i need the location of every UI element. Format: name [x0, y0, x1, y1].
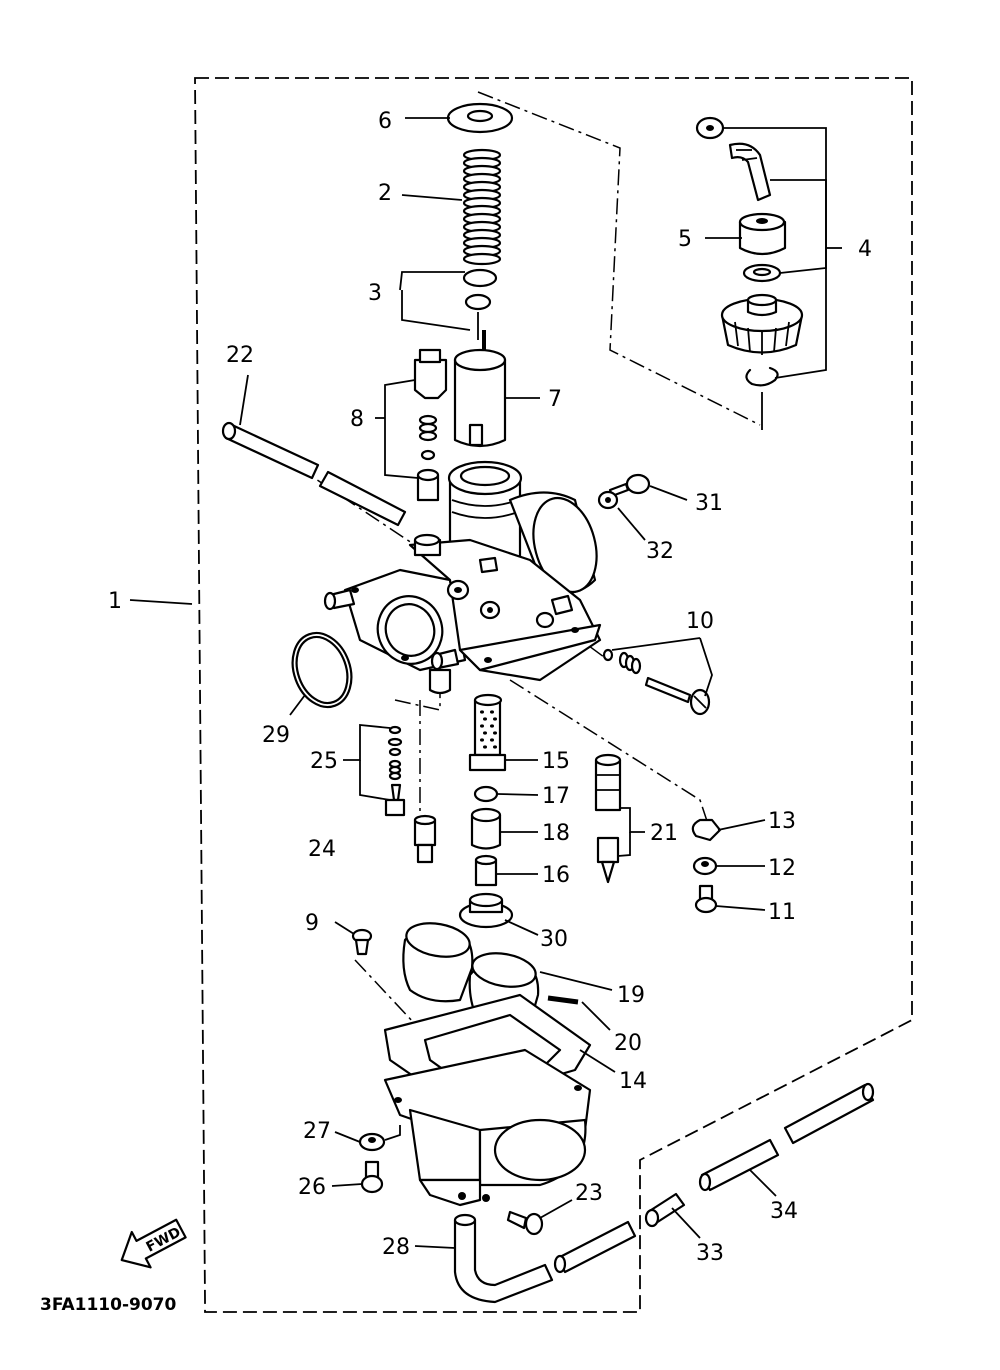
part-30-baffle: [458, 892, 514, 929]
callout-29: 29: [262, 723, 290, 748]
part-4-washer: [742, 263, 782, 283]
callout-26: 26: [298, 1175, 326, 1200]
callout-13: 13: [768, 809, 796, 834]
callout-11: 11: [768, 900, 796, 925]
callout-labels: 6 2 3 5 4 7 22 8 31 32 1 10 29 25 15 17 …: [108, 109, 872, 1266]
part-2-spring: [462, 148, 502, 270]
part-7-throttle-valve: [453, 330, 507, 448]
callout-30: 30: [540, 927, 568, 952]
assembly-boundary: [194, 77, 913, 1313]
part-6-washer: [446, 102, 514, 134]
callout-3: 3: [368, 281, 382, 306]
callout-10: 10: [686, 609, 714, 634]
fwd-arrow-icon: FWD: [120, 1218, 187, 1269]
part-13-clip: [691, 818, 722, 842]
part-23-drain-screw: [506, 1210, 544, 1236]
float-chamber-bowl: [383, 1048, 592, 1207]
callout-23: 23: [575, 1181, 603, 1206]
callout-28: 28: [382, 1235, 410, 1260]
callout-2: 2: [378, 181, 392, 206]
part-3-clip: [462, 268, 498, 340]
callout-8: 8: [350, 407, 364, 432]
callout-27: 27: [303, 1119, 331, 1144]
callout-21: 21: [650, 821, 678, 846]
part-26-screw: [360, 1160, 384, 1194]
callout-15: 15: [542, 749, 570, 774]
callout-1: 1: [108, 589, 122, 614]
part-11-screw: [694, 884, 718, 914]
part-16-main-jet: [474, 854, 498, 887]
part-4-circlip: [745, 366, 779, 387]
part-24-jet: [413, 814, 437, 864]
callout-19: 19: [617, 983, 645, 1008]
part-10-air-screw: [602, 648, 711, 716]
callout-14: 14: [619, 1069, 647, 1094]
callout-25: 25: [310, 749, 338, 774]
part-28-drain-hose: [453, 1213, 637, 1304]
callout-18: 18: [542, 821, 570, 846]
callout-32: 32: [646, 539, 674, 564]
callout-9: 9: [305, 911, 319, 936]
part-4-knurled-cap: [720, 293, 804, 355]
callout-6: 6: [378, 109, 392, 134]
part-17-o-ring: [473, 785, 499, 803]
part-15-needle-jet: [468, 693, 507, 772]
part-32-washer: [597, 490, 619, 510]
part-21-needle-valve: [594, 753, 622, 884]
callout-20: 20: [614, 1031, 642, 1056]
part-22-hose: [221, 421, 407, 527]
part-12-washer: [692, 856, 718, 876]
callout-33: 33: [696, 1241, 724, 1266]
part-27-washer: [358, 1132, 386, 1152]
part-9-screw: [351, 928, 373, 956]
part-25-needle: [384, 725, 406, 817]
callout-17: 17: [542, 784, 570, 809]
callout-4: 4: [858, 237, 872, 262]
part-20-float-pin: [547, 995, 579, 1005]
part-31-screw: [608, 473, 651, 498]
part-18-jet-holder: [470, 807, 502, 850]
carburetor-body: [323, 460, 602, 695]
leader-lines: [129, 117, 842, 1249]
part-5-rubber-cap: [738, 212, 787, 256]
callout-34: 34: [770, 1199, 798, 1224]
callout-16: 16: [542, 863, 570, 888]
part-code: 3FA1110-9070: [40, 1295, 177, 1315]
part-33-fitting: [644, 1192, 686, 1228]
callout-22: 22: [226, 343, 254, 368]
part-34-hose: [698, 1082, 875, 1192]
part-8-starter-plunger: [413, 348, 448, 502]
callout-7: 7: [548, 387, 562, 412]
callout-5: 5: [678, 227, 692, 252]
callout-24: 24: [308, 837, 336, 862]
callout-31: 31: [695, 491, 723, 516]
part-4-cap-assembly: [695, 116, 772, 202]
part-8-spring: [418, 414, 438, 442]
callout-12: 12: [768, 856, 796, 881]
